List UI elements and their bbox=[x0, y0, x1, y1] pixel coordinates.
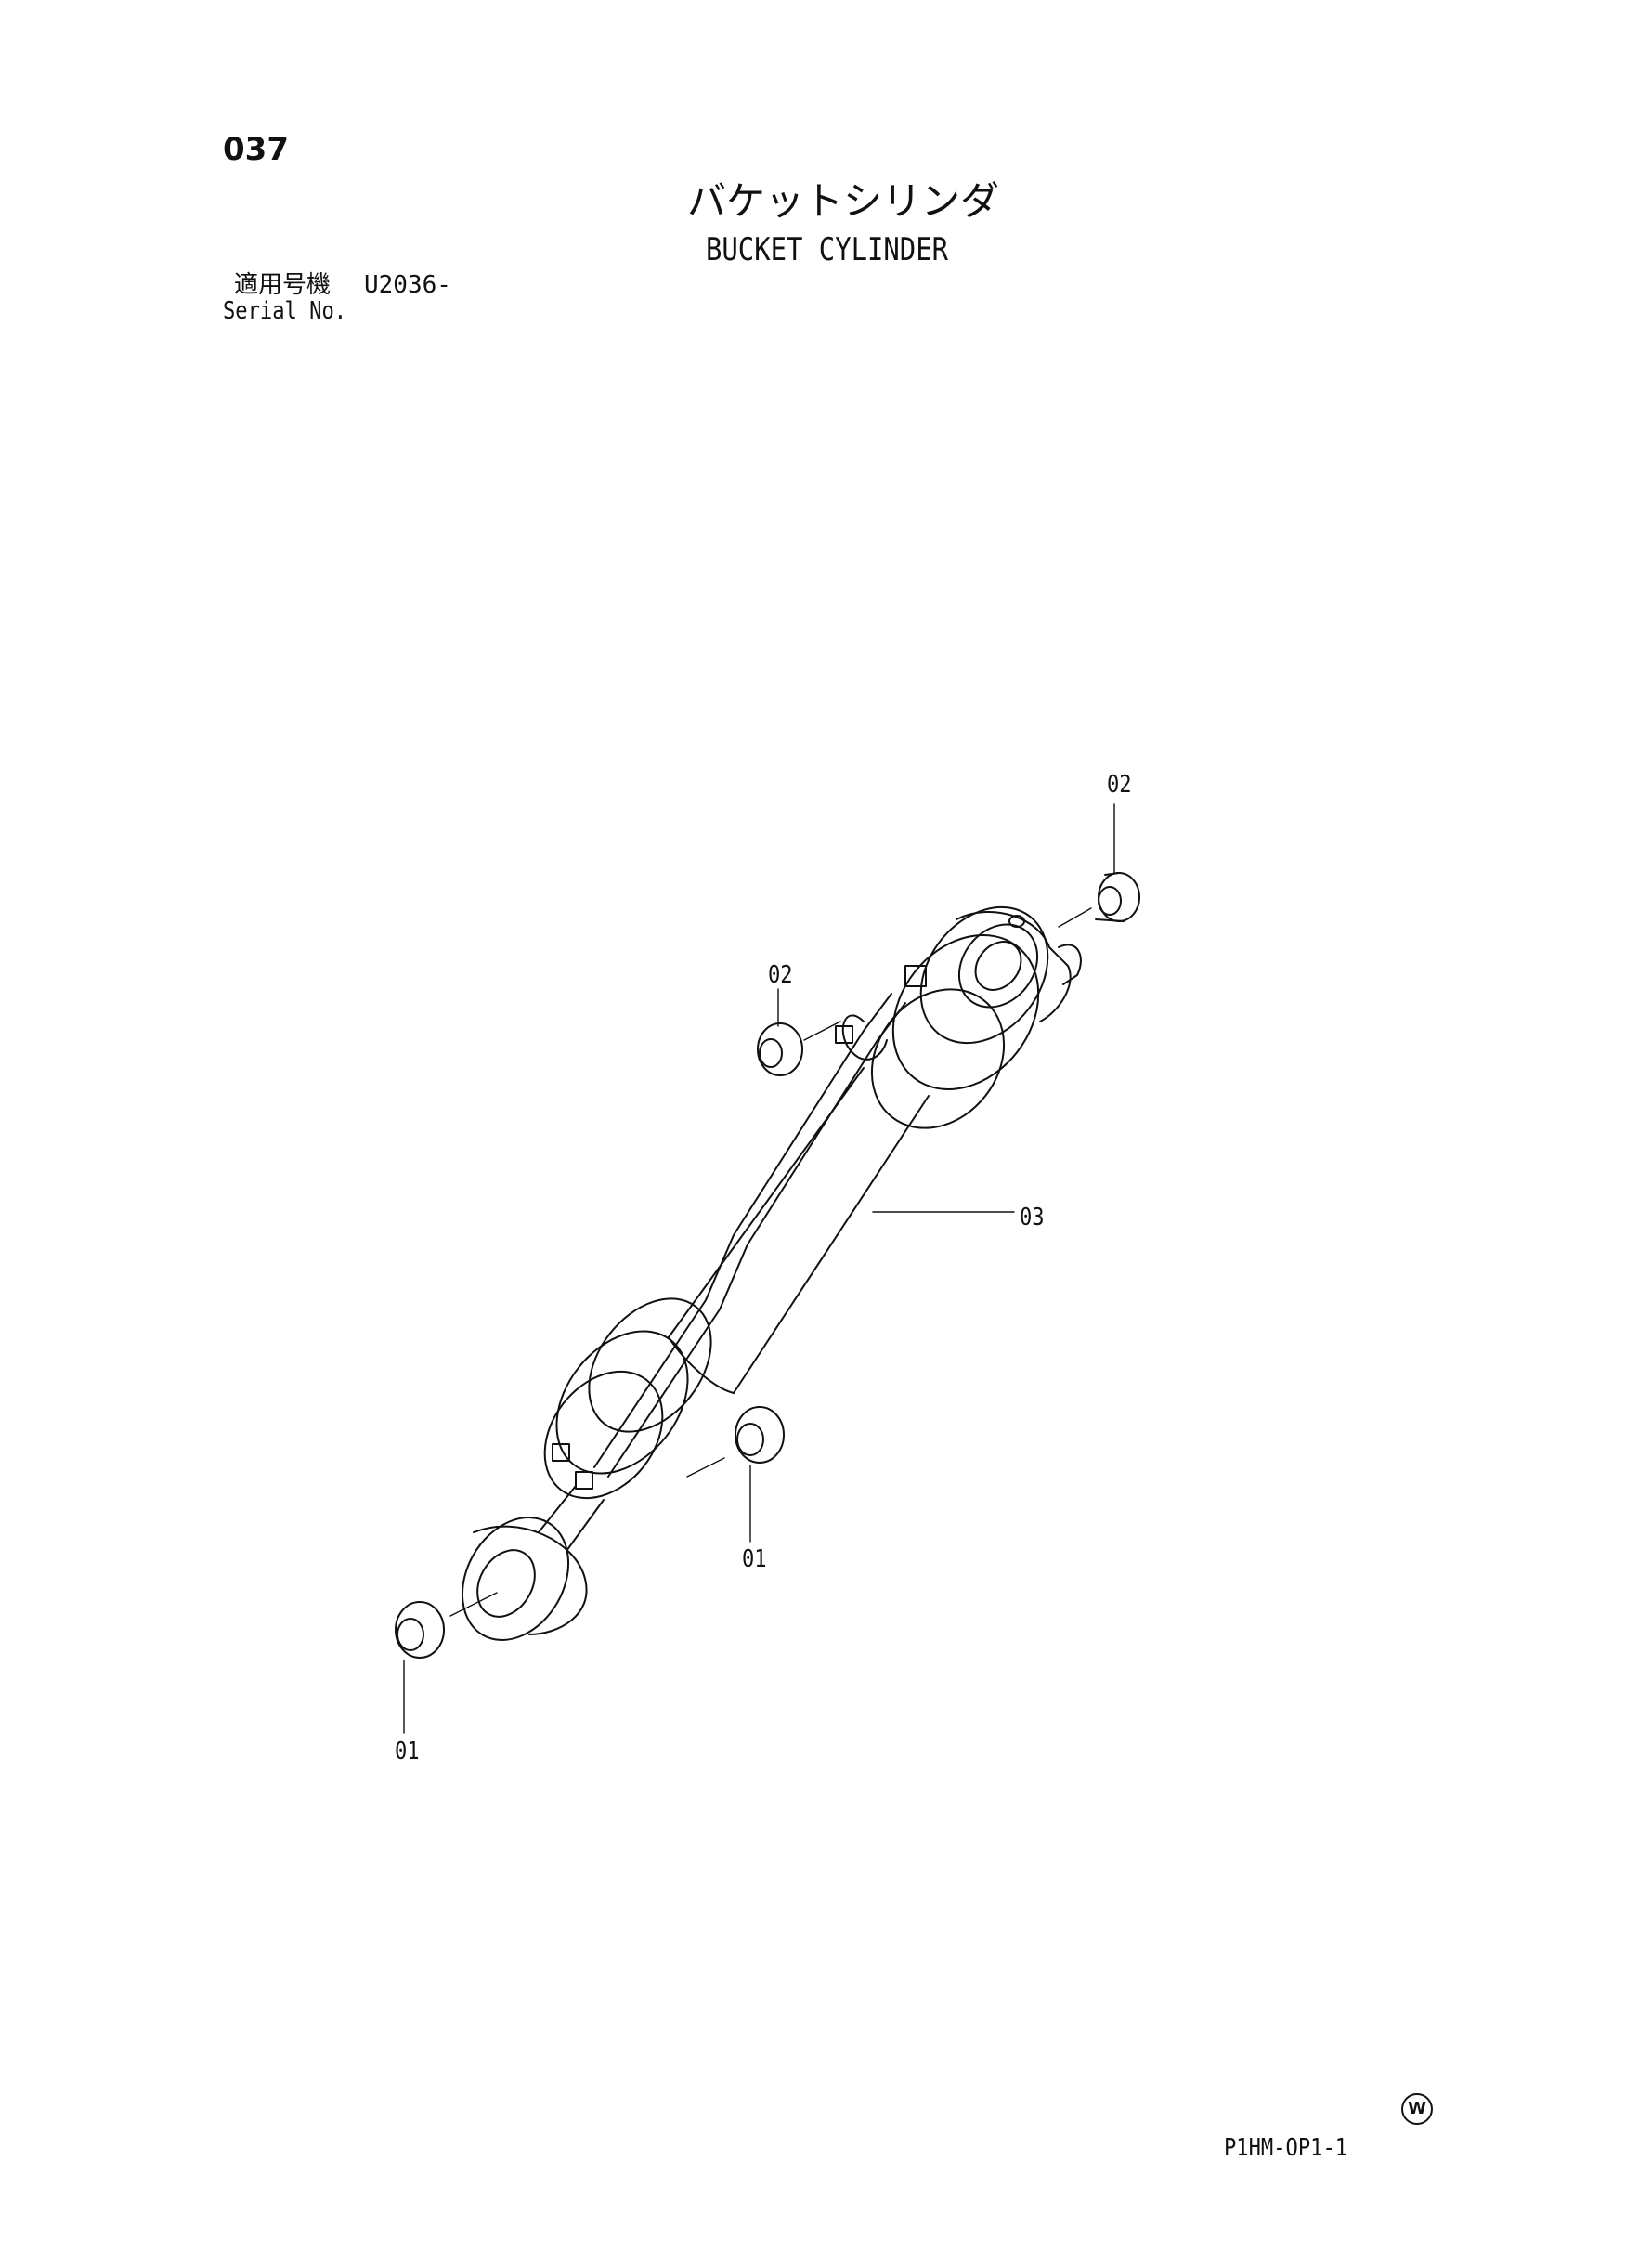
bushing-02-lower-outer bbox=[757, 1022, 803, 1076]
bushing-01-lower-bore bbox=[397, 1618, 424, 1651]
page-number: 037 bbox=[223, 131, 289, 168]
bushing-02-upper bbox=[1058, 803, 1140, 928]
bushing-02-upper-body bbox=[1095, 872, 1125, 922]
bushing-01-upper bbox=[686, 1406, 785, 1543]
callout-02-upper: 02 bbox=[1107, 771, 1132, 799]
rod-edge-a bbox=[538, 1485, 577, 1533]
head-end-lug bbox=[956, 911, 1072, 1022]
serial-value: U2036- bbox=[364, 271, 451, 299]
clamp-bolt-lower bbox=[552, 1443, 570, 1462]
tube-lower-edge bbox=[668, 1336, 735, 1394]
title-english: BUCKET CYLINDER bbox=[706, 231, 948, 268]
serial-label-japanese: 適用号機 bbox=[234, 271, 332, 299]
clamp-bolt-upper bbox=[835, 1025, 853, 1044]
head-end-eye bbox=[957, 923, 1039, 1009]
bushing-02-lower-leader bbox=[803, 1021, 841, 1041]
drawing-code: P1HM-OP1-1 bbox=[1224, 2134, 1348, 2162]
rod-edge-b bbox=[566, 1499, 605, 1552]
bushing-01-upper-bore bbox=[736, 1423, 764, 1456]
head-side-boss bbox=[1058, 944, 1082, 985]
head-end-bore bbox=[974, 941, 1022, 991]
cylinder-assembly bbox=[461, 905, 1082, 1641]
callout-01-lower: 01 bbox=[395, 1738, 420, 1765]
bushing-01-lower-outer bbox=[395, 1601, 445, 1659]
bushing-01-upper-outer bbox=[735, 1406, 785, 1464]
grease-fitting bbox=[1008, 915, 1025, 928]
callout-01-upper: 01 bbox=[742, 1545, 767, 1573]
gland-ring-c bbox=[543, 1370, 664, 1500]
clamp-bolt-upper-2 bbox=[904, 965, 927, 987]
rod-eye-body bbox=[473, 1525, 588, 1635]
bushing-02-lower bbox=[757, 988, 841, 1076]
circled-w-mark: W bbox=[1401, 2093, 1433, 2125]
bushing-02-upper-leader bbox=[1058, 907, 1092, 928]
gland-ring-b bbox=[555, 1330, 689, 1475]
clamp-bolt-lower-2 bbox=[575, 1471, 593, 1490]
bushing-01-lower bbox=[395, 1592, 498, 1734]
bushing-02-lower-bore bbox=[759, 1038, 783, 1068]
head-end-ring bbox=[919, 905, 1049, 1045]
pipe-clamp-upper bbox=[841, 1014, 888, 1061]
hydraulic-pipe-b bbox=[607, 1002, 906, 1478]
bushing-01-upper-leader bbox=[686, 1457, 725, 1478]
bushing-01-lower-leader bbox=[449, 1592, 498, 1617]
rod-eye-bore bbox=[476, 1549, 536, 1618]
head-end-collar bbox=[891, 934, 1040, 1090]
tube-outline-right bbox=[733, 1095, 930, 1394]
bushing-02-upper-bore bbox=[1098, 886, 1122, 916]
rod-eye-outer bbox=[461, 1517, 570, 1641]
callout-03: 03 bbox=[1020, 1204, 1045, 1231]
callout-02-lower: 02 bbox=[768, 961, 793, 989]
title-japanese: バケットシリンダ bbox=[687, 178, 1000, 224]
hydraulic-pipe-a bbox=[593, 993, 892, 1468]
serial-label-english: Serial No. bbox=[223, 297, 347, 325]
gland-ring-a bbox=[588, 1297, 712, 1433]
